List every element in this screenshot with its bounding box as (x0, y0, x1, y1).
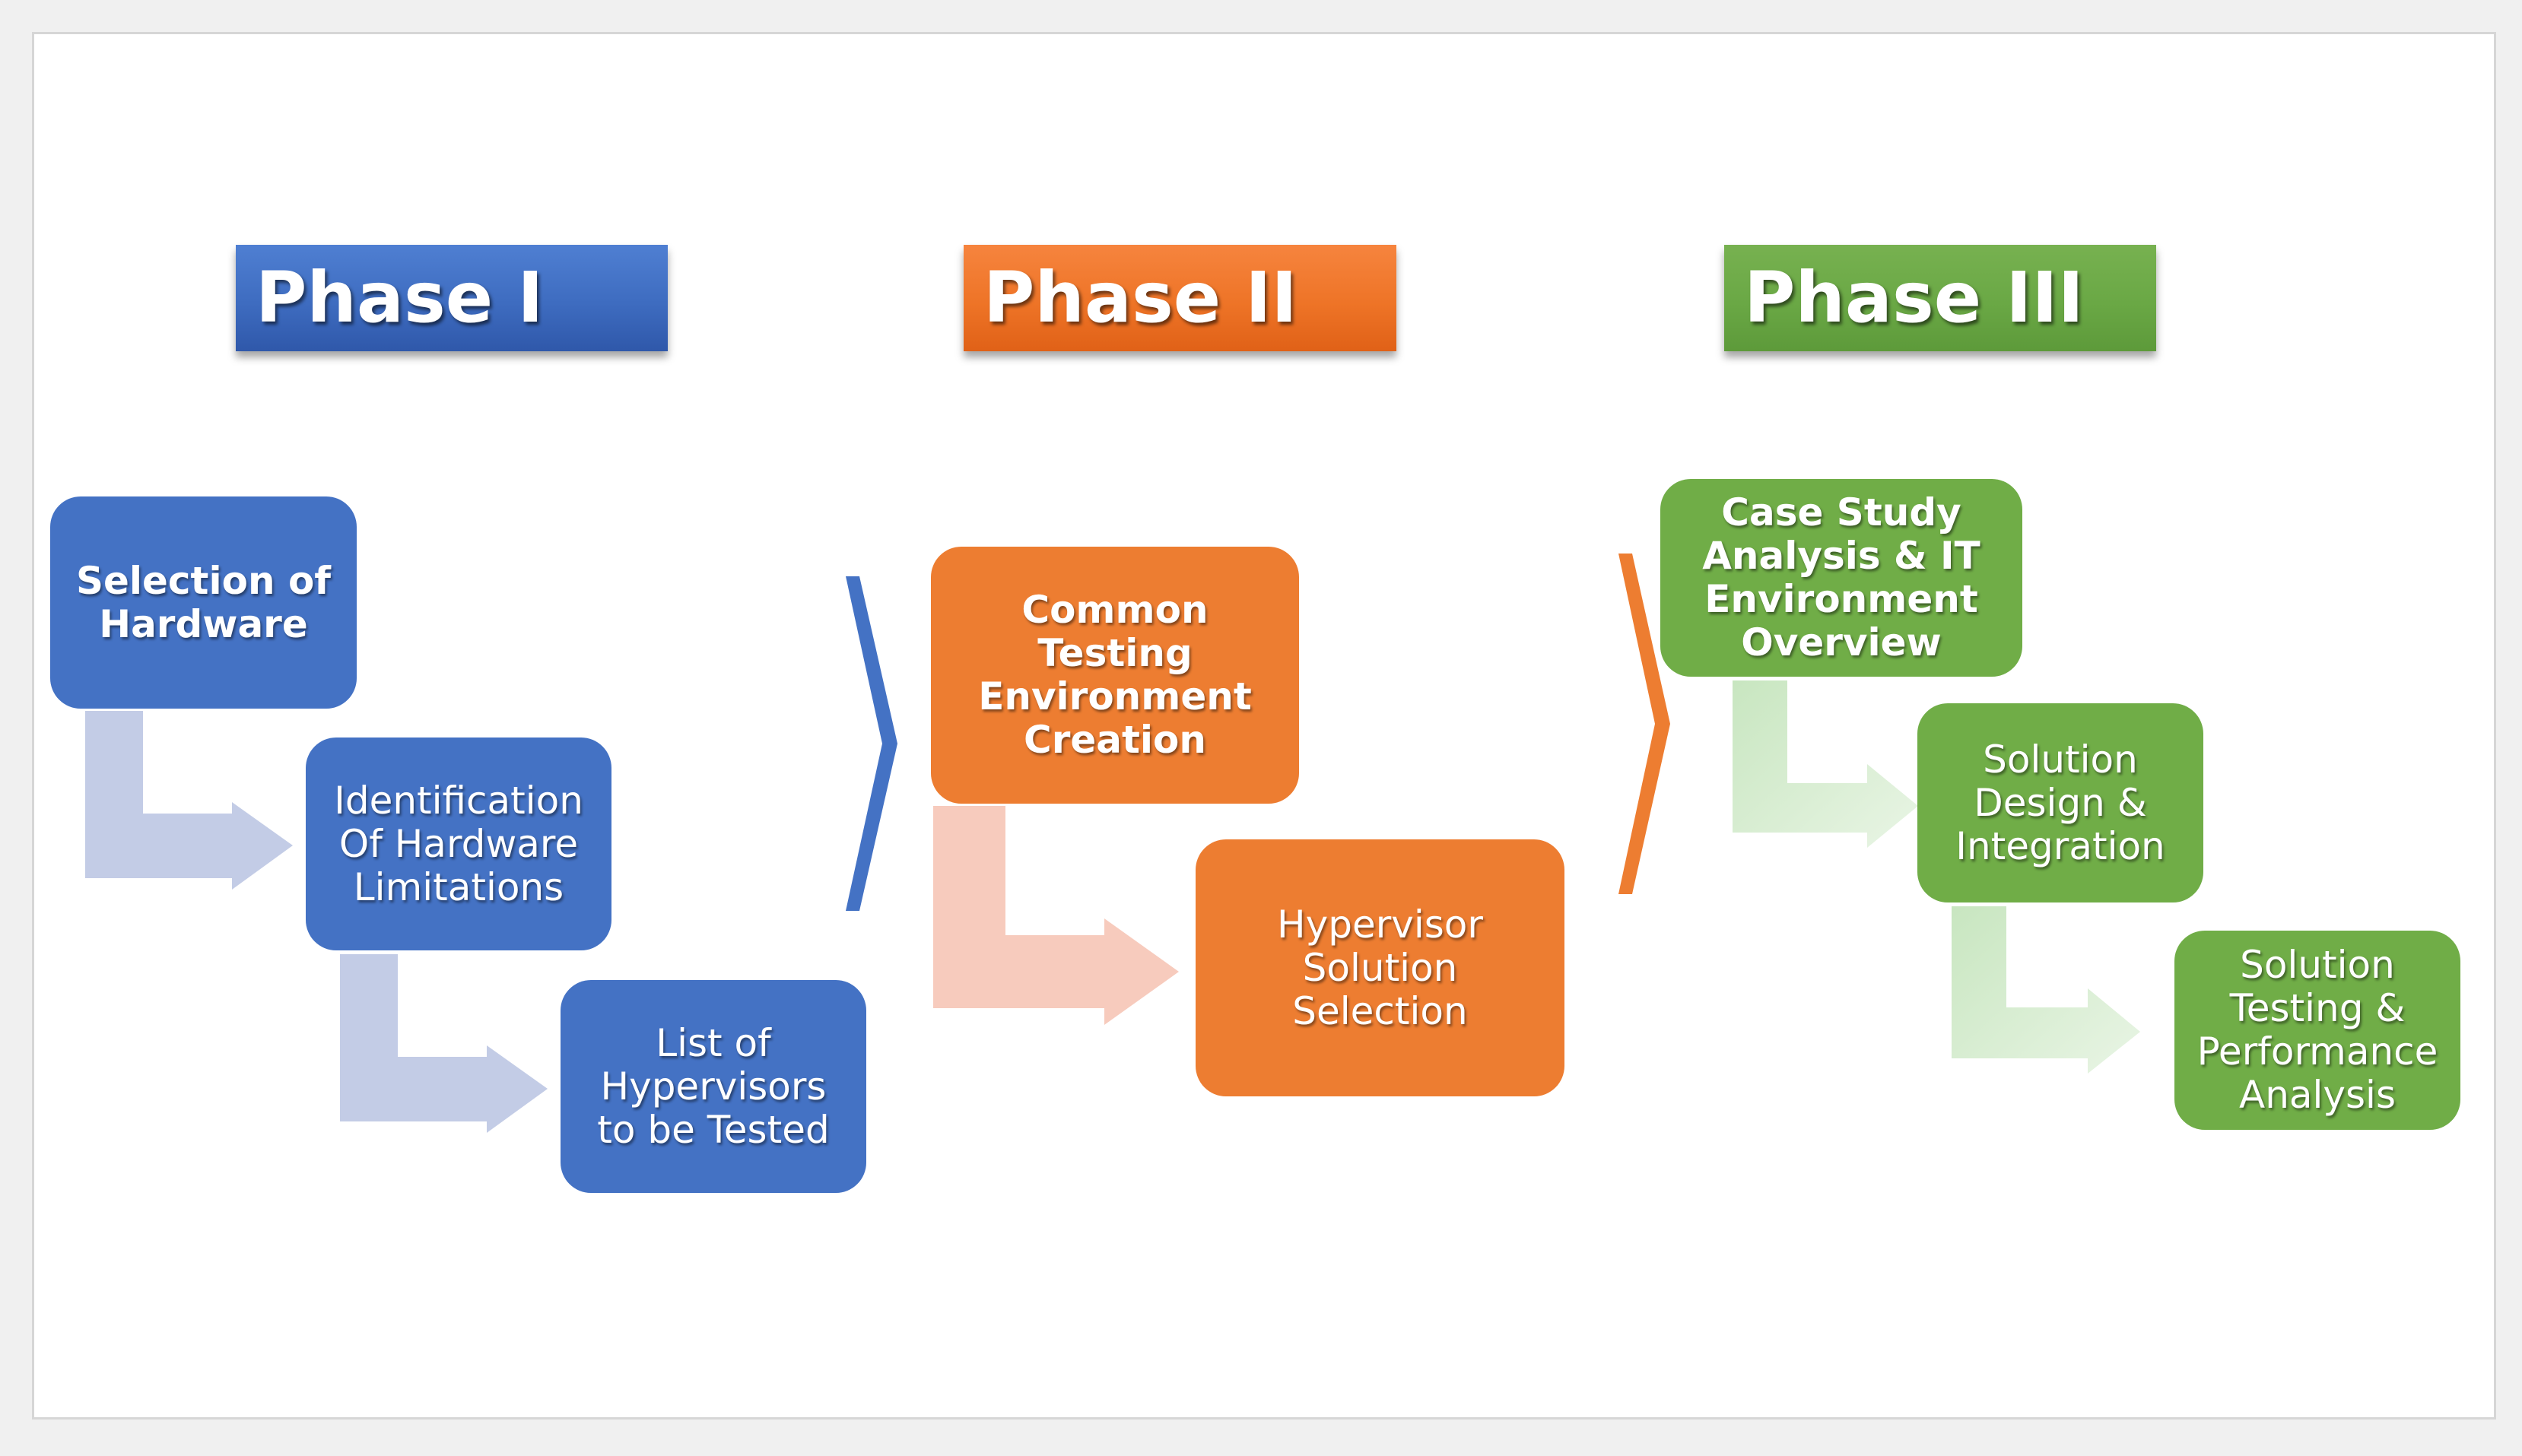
step-solution-design-integration: Solution Design & Integration (1917, 703, 2203, 902)
phase-2-banner: Phase II (964, 245, 1396, 351)
step-identification-of-hardware-limitations: Identification Of Hardware Limitations (306, 738, 611, 950)
step-list-of-hypervisors: List of Hypervisors to be Tested (561, 980, 866, 1193)
step-common-testing-environment-creation: Common Testing Environment Creation (931, 547, 1299, 804)
step-selection-of-hardware: Selection of Hardware (50, 496, 357, 709)
step-case-study-analysis: Case Study Analysis & IT Environment Ove… (1660, 479, 2022, 677)
phase-1-banner: Phase I (236, 245, 668, 351)
step-solution-testing-performance-analysis: Solution Testing & Performance Analysis (2174, 931, 2460, 1130)
step-hypervisor-solution-selection: Hypervisor Solution Selection (1196, 839, 1564, 1096)
phase-3-banner: Phase III (1724, 245, 2156, 351)
